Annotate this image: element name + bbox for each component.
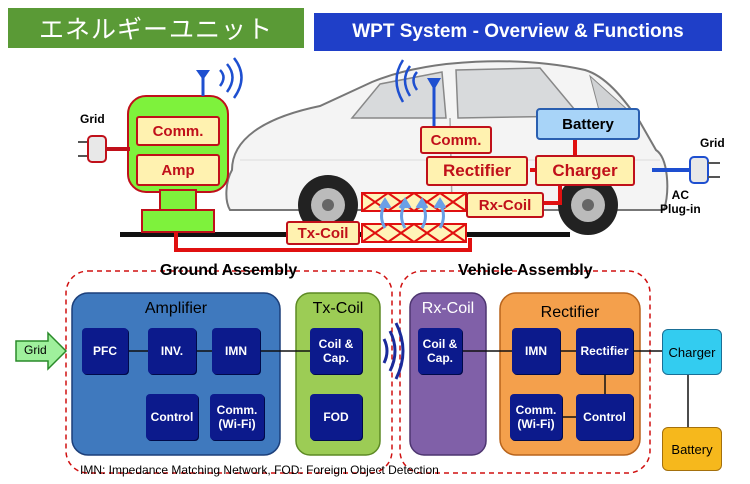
plugin-label: Plug-in [660, 202, 701, 216]
tx-coil-cap-line2: Cap. [322, 351, 349, 365]
ground-assembly-title: Ground Assembly [160, 262, 298, 279]
vehicle-rectifier-module: Rectifier [576, 328, 633, 374]
amplifier-title: Amplifier [144, 300, 208, 317]
rxcoil-title: Rx-Coil [421, 300, 475, 317]
vehicle-control-module: Control [576, 394, 633, 440]
ac-plugin-label: AC Plug-in [660, 188, 701, 216]
txcoil-title: Tx-Coil [312, 300, 364, 317]
tx-coil-box: Tx-Coil [286, 221, 360, 245]
page-title: WPT System - Overview & Functions [314, 13, 722, 51]
footnote: IMN: Impedance Matching Network, FOD: Fo… [80, 463, 439, 477]
ground-assembly-outline [65, 270, 393, 474]
rx-coil-box: Rx-Coil [466, 192, 544, 218]
vehicle-comm-box: Comm. [420, 126, 492, 154]
comm-wifi-module: Comm. (Wi-Fi) [210, 394, 264, 440]
grid-label-left: Grid [80, 112, 105, 126]
vehicle-assembly-title: Vehicle Assembly [458, 262, 593, 279]
grid-input-arrow-icon [15, 331, 68, 371]
top-battery-box: Battery [536, 108, 640, 140]
grid-label-right: Grid [700, 136, 725, 150]
rx-coil-cap-line2: Cap. [426, 351, 453, 365]
vehicle-comm-wifi-module: Comm. (Wi-Fi) [510, 394, 562, 440]
wireless-wave-icon [382, 322, 405, 380]
left-plug-icon [78, 135, 130, 163]
japanese-title: エネルギーユニット [8, 8, 304, 48]
right-plug-icon [652, 156, 720, 184]
rectifier-title: Rectifier [540, 304, 600, 321]
grid-input-label: Grid [24, 343, 47, 357]
battery-module: Battery [662, 427, 722, 471]
vehicle-comm-line2: (Wi-Fi) [517, 417, 555, 431]
control-module: Control [146, 394, 198, 440]
tx-coil-cap-module: Coil & Cap. [310, 328, 362, 374]
top-charger-box: Charger [535, 155, 635, 186]
coil-pads [361, 192, 467, 243]
comm-wifi-line2: (Wi-Fi) [218, 417, 256, 431]
ground-antenna-icon [196, 57, 243, 99]
pfc-module: PFC [82, 328, 128, 374]
imn-module: IMN [212, 328, 260, 374]
vehicle-imn-module: IMN [512, 328, 560, 374]
vehicle-antenna-icon [395, 59, 441, 128]
rx-coil-cap-line1: Coil & [422, 337, 458, 351]
rx-coil-cap-module: Coil & Cap. [418, 328, 462, 374]
comm-wifi-line1: Comm. [216, 403, 258, 417]
vehicle-comm-line1: Comm. [515, 403, 557, 417]
tx-coil-cap-line1: Coil & [318, 337, 354, 351]
ground-comm-box: Comm. [136, 116, 220, 146]
inv-module: INV. [148, 328, 196, 374]
signal-lines [128, 350, 689, 427]
top-rectifier-box: Rectifier [426, 156, 528, 186]
charger-module: Charger [662, 329, 722, 375]
ac-label: AC [671, 188, 689, 202]
vehicle-assembly-outline [399, 270, 651, 474]
magnetic-field-arrows [378, 197, 447, 229]
fod-module: FOD [310, 394, 362, 440]
amp-box: Amp [136, 154, 220, 186]
